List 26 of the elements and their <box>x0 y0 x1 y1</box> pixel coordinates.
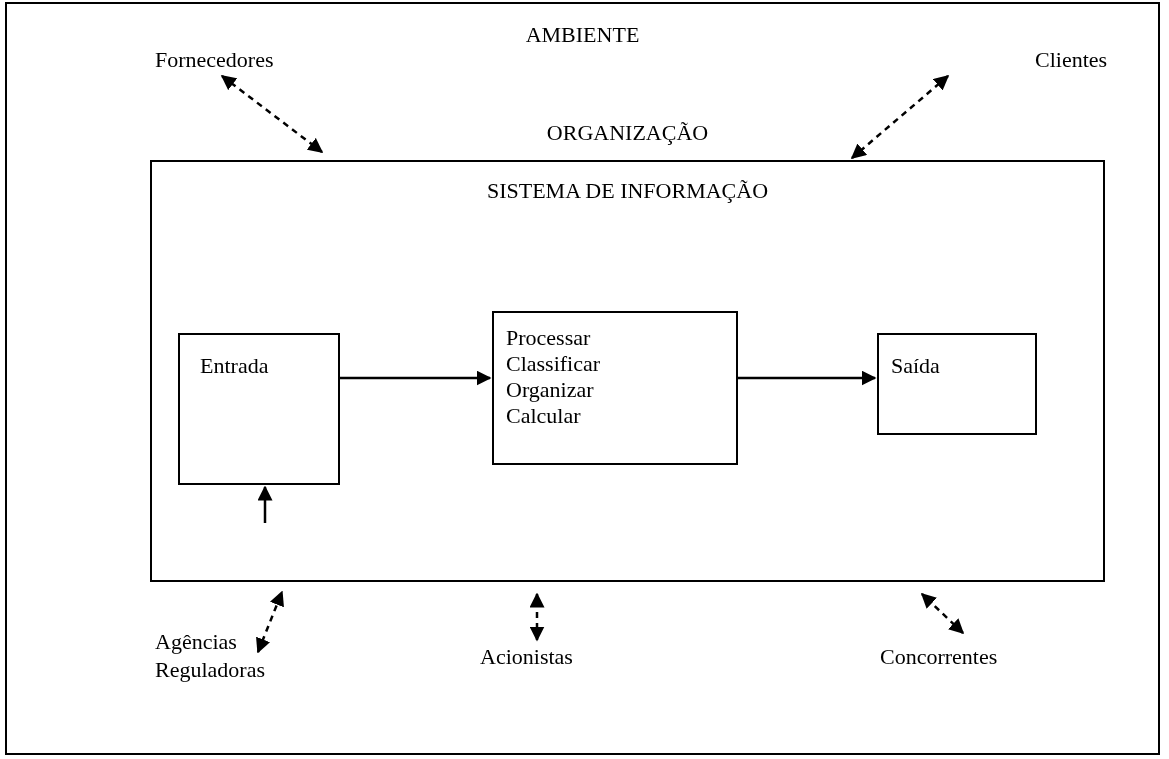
node-label: Saída <box>891 353 940 379</box>
arrow <box>257 485 273 523</box>
node-label: Clientes <box>1035 46 1110 74</box>
arrow <box>340 370 492 386</box>
node-label: AMBIENTE <box>525 22 640 48</box>
node-label: Agências Reguladoras <box>155 628 310 684</box>
node-label: Calcular <box>506 403 581 429</box>
arrow <box>220 75 324 153</box>
node-label: Concorrentes <box>880 643 1045 671</box>
node-label: ORGANIZAÇÃO <box>546 120 709 146</box>
environment-frame <box>5 2 1160 755</box>
process-box <box>492 311 738 465</box>
arrow <box>738 370 877 386</box>
arrow <box>529 592 545 642</box>
node-label: Classificar <box>506 351 601 377</box>
process-box <box>178 333 340 485</box>
node-label: Acionistas <box>480 643 592 671</box>
process-box <box>877 333 1037 435</box>
node-label: Entrada <box>200 353 269 379</box>
arrow <box>850 75 950 159</box>
node-label: Processar <box>506 325 591 351</box>
arrow <box>256 590 284 654</box>
node-label: Organizar <box>506 377 594 403</box>
node-label: Fornecedores <box>155 46 320 74</box>
arrow <box>920 592 965 635</box>
node-label: SISTEMA DE INFORMAÇÃO <box>486 178 769 204</box>
